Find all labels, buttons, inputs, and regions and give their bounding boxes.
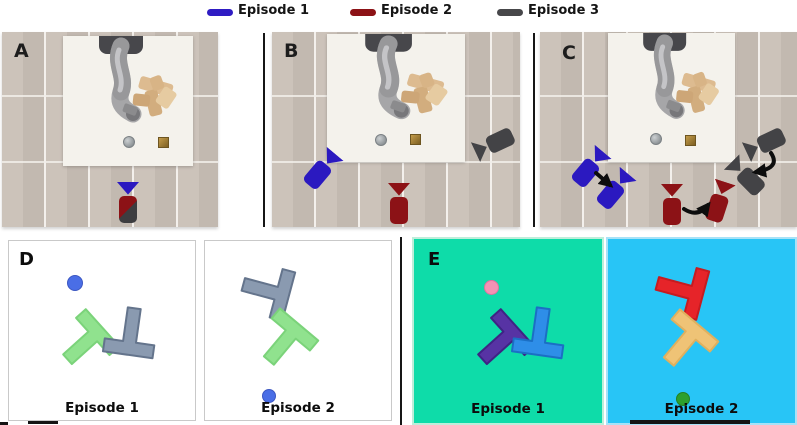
camera-cone: [117, 182, 139, 195]
legend-label-episode-3: Episode 3: [528, 3, 600, 18]
camera-episode-2-start-icon: [661, 184, 683, 225]
cylinder-object: [375, 134, 387, 146]
target-dot: [484, 280, 499, 295]
caption: Episode 2: [664, 401, 739, 417]
table-surface: [63, 36, 193, 166]
panel-b-letter: B: [284, 40, 299, 62]
panel-c-photo: C: [540, 32, 797, 227]
target-dot: [676, 392, 690, 406]
cylinder-object: [123, 136, 135, 148]
legend-label-episode-1: Episode 1: [238, 3, 310, 18]
panel-d-episode-1: D Episode 1: [8, 240, 196, 421]
t-block-gray: [100, 301, 163, 361]
episode-3-swatch-icon: [497, 9, 523, 16]
table-surface: [608, 33, 735, 162]
camera-episodes-stacked-icon: [117, 182, 139, 223]
panel-b-photo: B: [272, 32, 520, 227]
camera-episode-2-icon: [388, 183, 410, 224]
cube-object: [158, 137, 169, 148]
divider: [533, 33, 535, 227]
cropped-text-fragment: [28, 421, 58, 424]
move-arrow-episode-1-icon: [594, 171, 614, 188]
cropped-text-fragment: [630, 420, 750, 424]
cube-object: [410, 134, 421, 145]
panel-a-photo: A: [2, 32, 218, 227]
t-block-orange: [646, 305, 723, 382]
camera-episode-3-icon: [471, 125, 517, 162]
panel-a-letter: A: [14, 40, 29, 62]
caption: Episode 1: [471, 401, 545, 417]
cylinder-object: [650, 133, 662, 145]
panel-e-letter: E: [428, 249, 441, 270]
target-dot: [67, 275, 83, 291]
table-surface: [327, 34, 465, 162]
panel-e-episode-2: Episode 2: [606, 237, 797, 425]
divider: [263, 33, 265, 227]
move-arrow-episode-2-icon: [682, 201, 711, 218]
t-block-blue: [509, 301, 572, 361]
divider: [400, 237, 402, 425]
episode-2-swatch-icon: [350, 9, 376, 16]
caption: Episode 1: [65, 400, 139, 416]
legend-label-episode-2: Episode 2: [381, 3, 453, 18]
caption: Episode 2: [261, 400, 335, 416]
panel-c-letter: C: [562, 42, 576, 64]
target-dot: [262, 389, 276, 403]
panel-e-episode-1: E Episode 1: [412, 237, 604, 425]
camera-body: [119, 196, 137, 223]
panel-d-episode-2: Episode 2: [204, 240, 392, 421]
cropped-text-fragment: [0, 422, 8, 425]
camera-move-arrows: [594, 151, 776, 218]
cube-object: [685, 135, 696, 146]
robot-arm: [327, 34, 465, 162]
move-arrow-episode-3-icon: [751, 151, 776, 178]
episode-1-swatch-icon: [207, 9, 233, 16]
panel-d-letter: D: [19, 249, 34, 270]
